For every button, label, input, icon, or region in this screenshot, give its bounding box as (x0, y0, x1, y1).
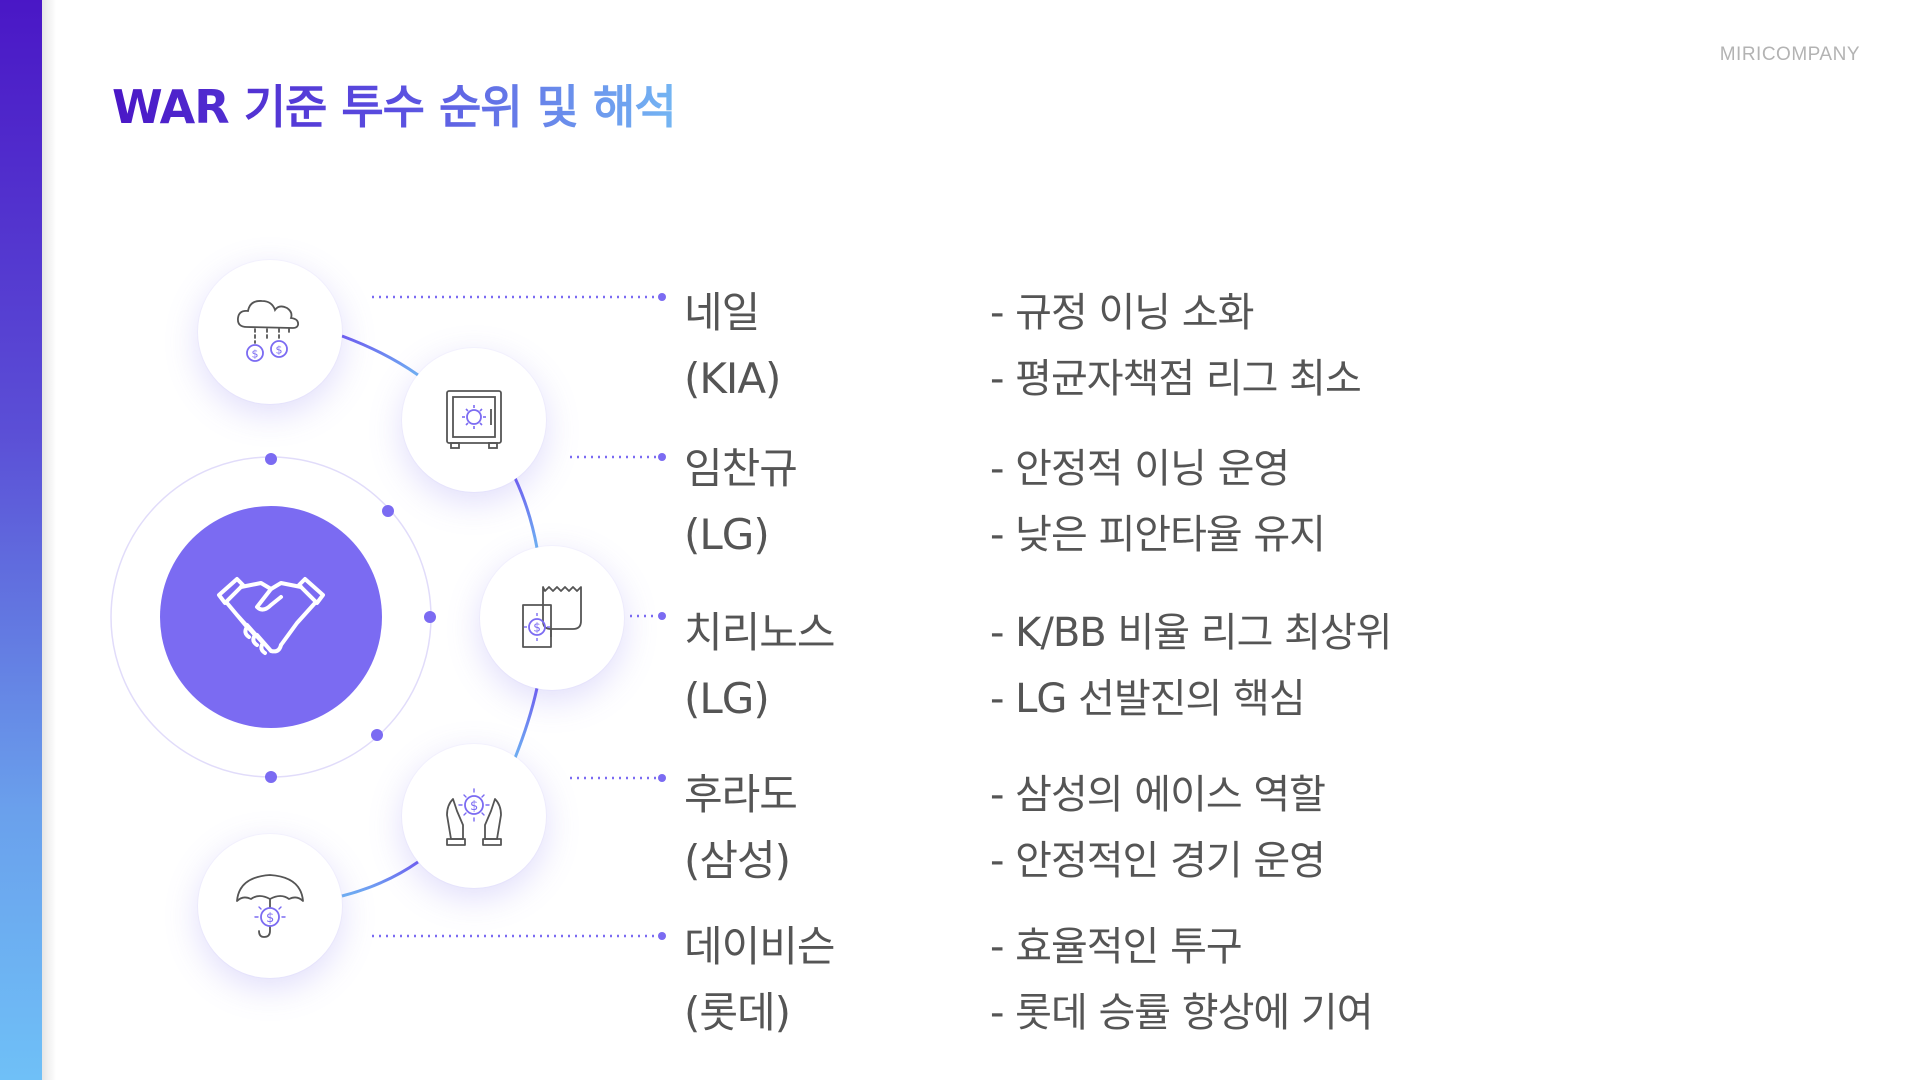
side-bar-shadow (42, 0, 56, 1080)
umbrella-coin-icon: $ (236, 874, 304, 938)
pitcher-notes-5: - 효율적인 투구 - 롯데 승률 향상에 기여 (990, 914, 1510, 1046)
note-line: - 규정 이닝 소화 (990, 290, 1254, 336)
pitcher-notes-3: - K/BB 비율 리그 최상위 - LG 선발진의 핵심 (990, 600, 1510, 732)
safe-icon (446, 390, 502, 449)
node-1: $ $ (198, 260, 342, 404)
hands-coin-icon: $ (446, 788, 502, 846)
pitcher-name: 데이비슨 (684, 922, 836, 971)
page-title: WAR 기준 투수 순위 및 해석 (112, 80, 677, 134)
pitcher-name-3: 치리노스 (LG) (684, 600, 944, 732)
note-line: - 삼성의 에이스 역할 (990, 772, 1326, 818)
note-line: - LG 선발진의 핵심 (990, 676, 1306, 722)
cloud-money-icon: $ $ (237, 300, 300, 362)
pitcher-team: (롯데) (684, 988, 791, 1037)
svg-text:$: $ (533, 621, 541, 635)
receipt-coin-icon: $ (522, 586, 582, 648)
leader-dot (658, 612, 666, 620)
pitcher-team: (LG) (684, 510, 770, 559)
handshake-icon (217, 577, 325, 655)
center-circle (160, 506, 382, 728)
pitcher-name-4: 후라도 (삼성) (684, 762, 944, 894)
node-4: $ (402, 744, 546, 888)
svg-text:$: $ (276, 344, 283, 357)
leader-dot (658, 293, 666, 301)
leader-dot (658, 453, 666, 461)
arc-4 (341, 860, 419, 898)
svg-text:$: $ (252, 348, 259, 361)
brand-label: MIRICOMPANY (1719, 44, 1860, 65)
ring-dot (382, 505, 394, 517)
pitcher-notes-4: - 삼성의 에이스 역할 - 안정적인 경기 운영 (990, 762, 1510, 894)
note-line: - 안정적 이닝 운영 (990, 446, 1290, 492)
pitcher-notes-2: - 안정적 이닝 운영 - 낮은 피안타율 유지 (990, 436, 1510, 568)
note-line: - 롯데 승률 향상에 기여 (990, 990, 1374, 1036)
pitcher-name: 네일 (684, 288, 760, 337)
pitcher-team: (KIA) (684, 354, 781, 403)
note-line: - 낮은 피안타율 유지 (990, 512, 1326, 558)
arc-1 (341, 334, 419, 377)
pitcher-name-5: 데이비슨 (롯데) (684, 914, 944, 1046)
pitcher-team: (삼성) (684, 836, 791, 885)
pitcher-name-1: 네일 (KIA) (684, 280, 944, 412)
pitcher-notes-1: - 규정 이닝 소화 - 평균자책점 리그 최소 (990, 280, 1510, 412)
ring-dot (265, 453, 277, 465)
arc-2 (513, 477, 539, 549)
note-line: - 안정적인 경기 운영 (990, 838, 1326, 884)
svg-text:$: $ (266, 911, 274, 926)
leader-dot (658, 774, 666, 782)
node-2 (402, 348, 546, 492)
pitcher-name: 후라도 (684, 770, 798, 819)
pitcher-name: 치리노스 (684, 608, 836, 657)
node-3: $ (480, 546, 624, 690)
note-line: - 평균자책점 리그 최소 (990, 356, 1362, 402)
pitcher-team: (LG) (684, 674, 770, 723)
pitcher-name-2: 임찬규 (LG) (684, 436, 944, 568)
note-line: - 효율적인 투구 (990, 924, 1243, 970)
leader-dot (658, 932, 666, 940)
node-5: $ (198, 834, 342, 978)
svg-text:$: $ (470, 799, 478, 814)
ring-dot (265, 771, 277, 783)
note-line: - K/BB 비율 리그 최상위 (990, 610, 1392, 656)
side-accent-bar (0, 0, 42, 1080)
pitcher-name: 임찬규 (684, 444, 798, 493)
ring-dot (424, 611, 436, 623)
arc-3 (513, 687, 539, 759)
ring-dot (371, 729, 383, 741)
